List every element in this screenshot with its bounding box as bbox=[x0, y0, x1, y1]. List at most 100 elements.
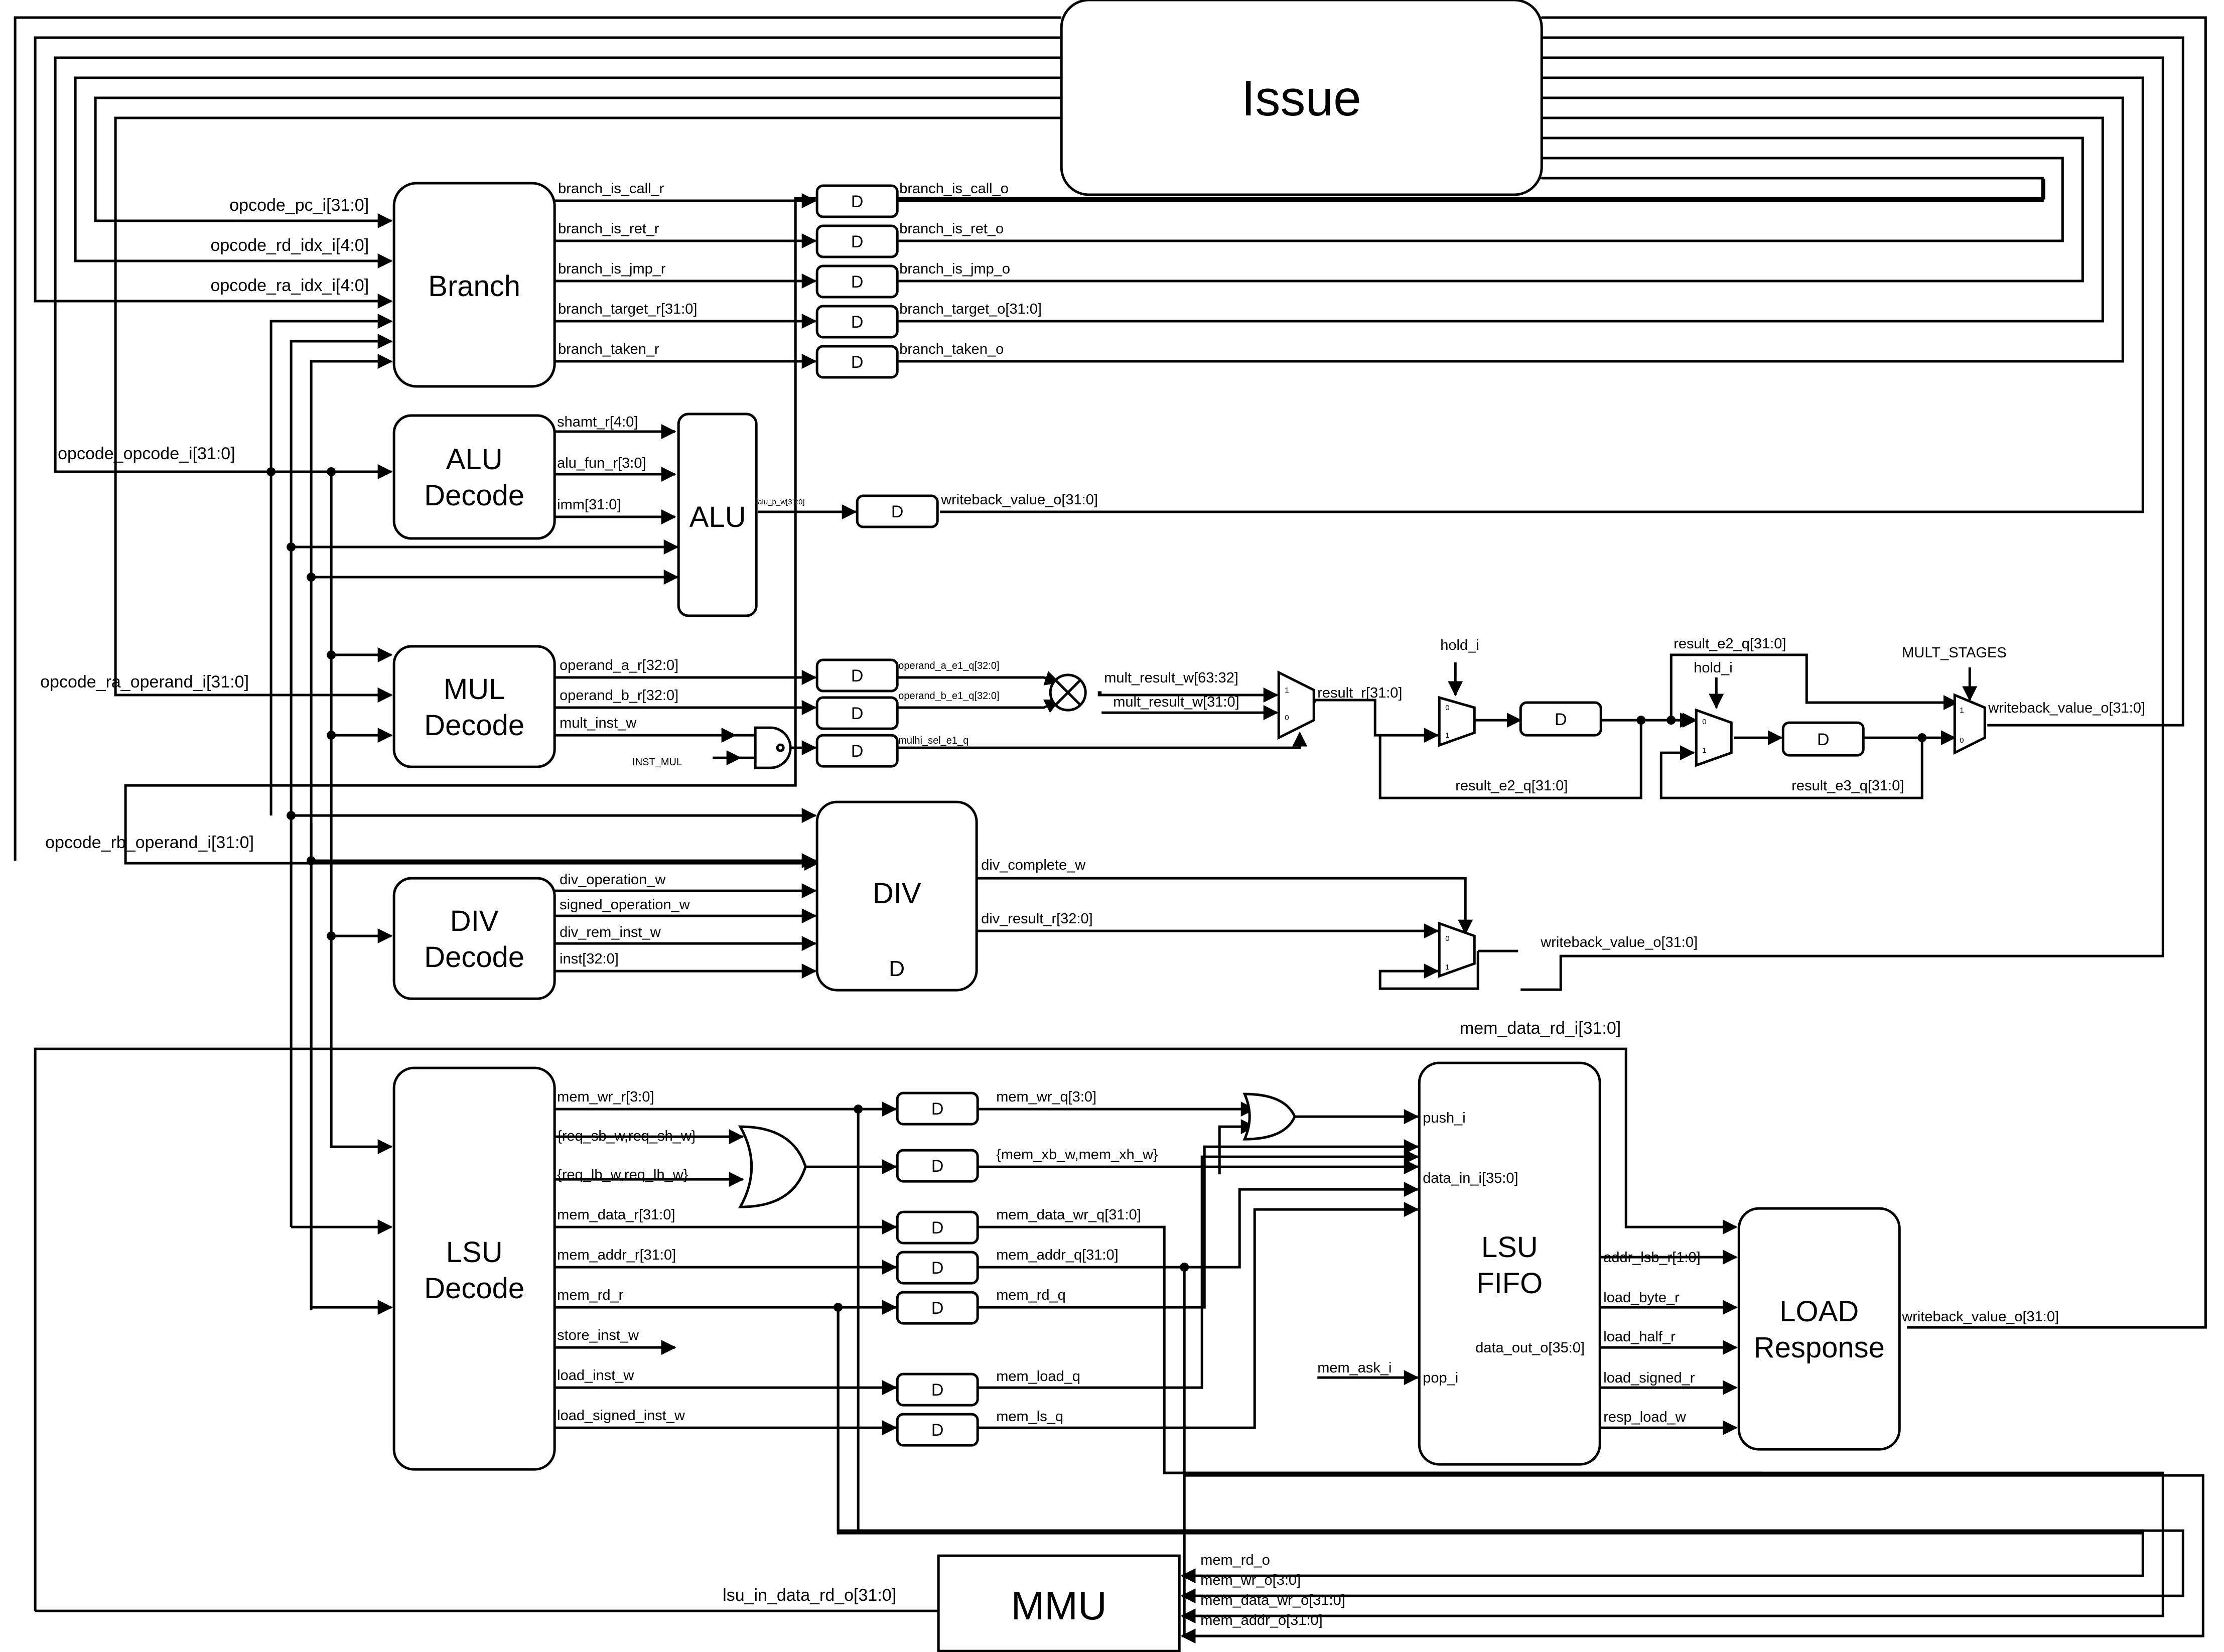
lsu-fifo-block: LSU FIFO bbox=[1418, 1061, 1601, 1466]
mult-inst-label: mult_inst_w bbox=[560, 715, 637, 731]
flop-result-e3: D bbox=[1781, 721, 1865, 757]
branch-is-call-out-label: branch_is_call_o bbox=[899, 181, 1009, 197]
flop-mem-load: D bbox=[896, 1372, 979, 1407]
opcode-rd-idx-label: opcode_rd_idx_i[4:0] bbox=[210, 236, 369, 255]
flop-branch-jmp: D bbox=[815, 264, 899, 299]
mem-wr-label: mem_wr_r[3:0] bbox=[557, 1089, 654, 1105]
alu-decode-block: ALU Decode bbox=[392, 414, 556, 540]
result-e3-label: result_e3_q[31:0] bbox=[1791, 778, 1904, 794]
opcode-ra-idx-label: opcode_ra_idx_i[4:0] bbox=[210, 276, 369, 295]
mem-addr-q-label: mem_addr_q[31:0] bbox=[996, 1247, 1118, 1263]
result-e2-top-label: result_e2_q[31:0] bbox=[1674, 636, 1786, 652]
svg-text:0: 0 bbox=[1285, 714, 1289, 722]
svg-text:D: D bbox=[851, 742, 864, 761]
svg-text:D: D bbox=[1817, 730, 1830, 749]
opcode-pc-label: opcode_pc_i[31:0] bbox=[229, 196, 369, 215]
svg-text:0: 0 bbox=[1445, 934, 1449, 943]
div-register-label: D bbox=[889, 956, 905, 981]
mmu-block: MMU bbox=[937, 1554, 1181, 1652]
mux-div-writeback: 0 1 bbox=[1438, 921, 1476, 978]
mmu-label: MMU bbox=[1011, 1583, 1107, 1628]
flop-mem-data: D bbox=[896, 1210, 979, 1245]
data-out-label: data_out_o[35:0] bbox=[1475, 1340, 1585, 1356]
lsu-fifo-label-1: LSU bbox=[1481, 1231, 1538, 1264]
signed-operation-label: signed_operation_w bbox=[560, 897, 690, 913]
mem-addr-r-label: mem_addr_r[31:0] bbox=[557, 1247, 676, 1263]
div-result-label: div_result_r[32:0] bbox=[981, 911, 1092, 927]
svg-text:1: 1 bbox=[1960, 706, 1964, 715]
inst-label: inst[32:0] bbox=[560, 951, 619, 967]
result-r-label: result_r[31:0] bbox=[1317, 685, 1402, 701]
flop-mem-rd: D bbox=[896, 1291, 979, 1325]
alu-p-label: alu_p_w[31:0] bbox=[758, 498, 804, 506]
hold-label-1: hold_i bbox=[1440, 637, 1479, 653]
load-signed-label: load_signed_r bbox=[1603, 1370, 1695, 1386]
mul-decode-label-1: MUL bbox=[444, 673, 505, 706]
div-decode-label-1: DIV bbox=[450, 905, 499, 937]
alu-labels: shamt_r[4:0] alu_fun_r[3:0] imm[31:0] al… bbox=[557, 414, 1098, 513]
svg-text:D: D bbox=[931, 1218, 944, 1237]
mem-data-wr-o-label: mem_data_wr_o[31:0] bbox=[1200, 1592, 1345, 1608]
pop-i-label: pop_i bbox=[1423, 1370, 1458, 1386]
svg-text:D: D bbox=[931, 1381, 944, 1400]
flop-alu-writeback: D bbox=[856, 494, 939, 528]
flop-branch-call: D bbox=[815, 184, 899, 218]
or-gate-push bbox=[1242, 1092, 1296, 1141]
div-decode-block: DIV Decode bbox=[392, 877, 556, 1000]
alu-label: ALU bbox=[689, 501, 746, 533]
mux-mult-hi-lo: 1 0 bbox=[1277, 670, 1315, 740]
svg-text:D: D bbox=[851, 313, 864, 332]
mux-hold-e3: 0 1 bbox=[1695, 708, 1733, 767]
mem-data-rd-label: mem_data_rd_i[31:0] bbox=[1460, 1019, 1621, 1038]
branch-target-out-label: branch_target_o[31:0] bbox=[899, 301, 1042, 317]
branch-taken-label: branch_taken_r bbox=[558, 341, 659, 357]
push-i-label: push_i bbox=[1423, 1110, 1465, 1126]
load-half-label: load_half_r bbox=[1603, 1329, 1676, 1345]
flip-flops: D D D D D D D D D D D D D D D D D D bbox=[815, 184, 1865, 1447]
flop-mem-xb-xh: D bbox=[896, 1149, 979, 1183]
req-sb-sh-label: {req_sb_w,req_sh_w} bbox=[557, 1128, 697, 1144]
lsu-labels: mem_wr_r[3:0] {req_sb_w,req_sh_w} {req_l… bbox=[557, 1089, 2059, 1425]
lsu-decode-label-1: LSU bbox=[446, 1236, 503, 1269]
svg-text:D: D bbox=[931, 1259, 944, 1278]
svg-text:D: D bbox=[931, 1299, 944, 1318]
lsu-decode-label-2: Decode bbox=[424, 1272, 524, 1305]
div-label: DIV bbox=[873, 877, 921, 910]
mem-wr-q-label: mem_wr_q[3:0] bbox=[996, 1089, 1096, 1105]
operand-a-e1-label: operand_a_e1_q[32:0] bbox=[898, 660, 999, 671]
alu-writeback-label: writeback_value_o[31:0] bbox=[940, 492, 1098, 508]
branch-labels: branch_is_call_r branch_is_ret_r branch_… bbox=[558, 181, 1042, 357]
div-operation-label: div_operation_w bbox=[560, 872, 666, 888]
div-block: DIV D bbox=[815, 800, 978, 992]
flop-branch-target: D bbox=[815, 305, 899, 339]
mem-ask-label: mem_ask_i bbox=[1317, 1360, 1392, 1376]
branch-is-jmp-label: branch_is_jmp_r bbox=[558, 261, 666, 277]
mult-stages-label: MULT_STAGES bbox=[1902, 645, 2006, 661]
flop-branch-ret: D bbox=[815, 224, 899, 258]
mulhi-sel-e1-label: mulhi_sel_e1_q bbox=[898, 735, 968, 746]
svg-text:D: D bbox=[851, 704, 864, 723]
or-gate-req bbox=[738, 1125, 807, 1208]
operand-b-label: operand_b_r[32:0] bbox=[560, 687, 678, 704]
input-labels: opcode_pc_i[31:0] opcode_rd_idx_i[4:0] o… bbox=[40, 196, 2007, 1605]
issue-label: Issue bbox=[1241, 70, 1361, 126]
svg-text:0: 0 bbox=[1960, 736, 1964, 745]
flop-branch-taken: D bbox=[815, 345, 899, 379]
data-in-label: data_in_i[35:0] bbox=[1423, 1170, 1518, 1186]
svg-text:D: D bbox=[931, 1421, 944, 1440]
mem-load-q-label: mem_load_q bbox=[996, 1368, 1080, 1385]
svg-text:D: D bbox=[851, 272, 864, 292]
branch-is-jmp-out-label: branch_is_jmp_o bbox=[899, 261, 1010, 277]
lsu-in-data-rd-label: lsu_in_data_rd_o[31:0] bbox=[723, 1586, 896, 1605]
svg-text:D: D bbox=[851, 192, 864, 211]
mem-wr-o-label: mem_wr_o[3:0] bbox=[1200, 1572, 1301, 1588]
flop-mem-addr: D bbox=[896, 1251, 979, 1285]
wires bbox=[14, 10, 2207, 1644]
mem-ls-q-label: mem_ls_q bbox=[996, 1409, 1063, 1425]
branch-is-ret-label: branch_is_ret_r bbox=[558, 221, 659, 237]
and-gate bbox=[735, 726, 792, 769]
mem-rd-r-label: mem_rd_r bbox=[557, 1287, 623, 1303]
mul-decode-block: MUL Decode bbox=[392, 645, 556, 768]
svg-text:1: 1 bbox=[1445, 731, 1449, 740]
